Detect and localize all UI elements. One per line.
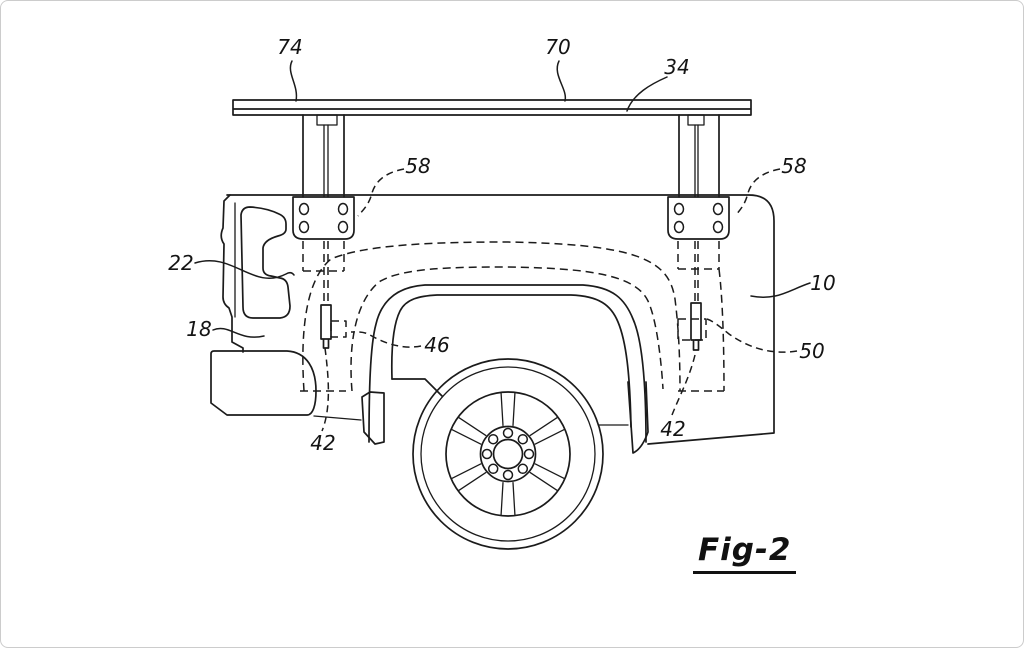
bolt-hole (712, 220, 724, 234)
anchor-bolt-right (690, 302, 702, 351)
truck-body (210, 194, 775, 454)
leader-22 (194, 260, 295, 280)
bolt-hole (673, 220, 685, 234)
mudflap-rear (627, 381, 649, 454)
ref-label-50: 50 (799, 339, 824, 363)
leader-lines (194, 60, 811, 432)
fender-arch-outer (368, 284, 647, 443)
tire-outer (412, 358, 604, 550)
rear-bumper (210, 350, 317, 416)
adjuster-block-right (687, 114, 705, 126)
bolt-hole (298, 220, 310, 234)
ref-label-18: 18 (186, 317, 211, 341)
bolt-hole (298, 202, 310, 216)
leader-58-left (357, 168, 405, 217)
bolt-hole (337, 220, 349, 234)
leader-18 (212, 327, 265, 338)
fender-notch (391, 378, 443, 397)
roof-rack (232, 99, 752, 198)
wheel (412, 358, 604, 550)
lug-hole (487, 433, 499, 445)
lug-hole (481, 448, 493, 460)
rack-post-right (678, 114, 720, 198)
ref-label-74: 74 (277, 35, 302, 59)
bracket-plate-left (292, 196, 355, 240)
lug-hole (523, 448, 535, 460)
bed-outline (226, 194, 775, 445)
threaded-rod-right (694, 124, 699, 198)
ref-label-46: 46 (424, 333, 449, 357)
ref-label-22: 22 (168, 251, 193, 275)
wheelhouse-hidden-outer (302, 241, 681, 392)
hidden-rod-left (323, 241, 329, 304)
wheel-spokes (451, 392, 565, 516)
ref-label-42-right: 42 (660, 417, 685, 441)
lug-hole (502, 469, 514, 481)
rim (445, 391, 571, 517)
hub (479, 425, 537, 483)
bolt-hole (337, 202, 349, 216)
ref-label-10: 10 (810, 271, 835, 295)
leader-10 (750, 282, 811, 298)
hidden-post-edge-right (718, 268, 725, 392)
ref-label-42-left: 42 (310, 431, 335, 455)
cab-back-outline (220, 194, 244, 353)
bolt-hole (673, 202, 685, 216)
ref-label-70: 70 (545, 35, 570, 59)
hidden-clamp-left (330, 320, 347, 338)
lug-hole (487, 463, 499, 475)
hidden-clamp-right (677, 318, 707, 341)
hidden-structure (300, 241, 725, 392)
threaded-rod-left (323, 124, 329, 198)
leader-70 (556, 60, 567, 102)
leader-34 (626, 76, 668, 112)
tire-inner (420, 366, 596, 542)
leader-58-right (734, 168, 781, 217)
rack-post-left (302, 114, 345, 198)
leader-42-right (671, 354, 696, 416)
hub-bore (492, 438, 524, 470)
mudflap-front (361, 391, 385, 445)
ref-label-58-left: 58 (405, 154, 430, 178)
wheelhouse-hidden-inner (350, 266, 664, 392)
ref-label-58-right: 58 (781, 154, 806, 178)
lug-hole (502, 427, 514, 439)
leader-42-left (321, 347, 330, 432)
leader-74 (289, 60, 298, 102)
leader-50 (706, 318, 798, 353)
bracket-plate-right (667, 196, 730, 240)
figure-caption: Fig-2 (693, 532, 797, 574)
reference-numerals: 74 70 34 58 58 22 10 18 50 46 42 42 (168, 35, 835, 455)
mounting-brackets (292, 196, 730, 240)
frame-line-under-bed (313, 415, 362, 421)
bolt-hole (712, 202, 724, 216)
fender-arch-inner (390, 294, 632, 428)
leader-46 (350, 331, 422, 348)
hidden-rod-right (694, 241, 699, 301)
rack-crossbar (232, 99, 752, 116)
ref-label-34: 34 (664, 55, 689, 79)
anchor-bolt-left (320, 304, 332, 349)
adjuster-block-left (316, 114, 338, 126)
cab-pillar-panel (240, 206, 291, 319)
lug-hole (517, 463, 529, 475)
lug-hole (517, 433, 529, 445)
